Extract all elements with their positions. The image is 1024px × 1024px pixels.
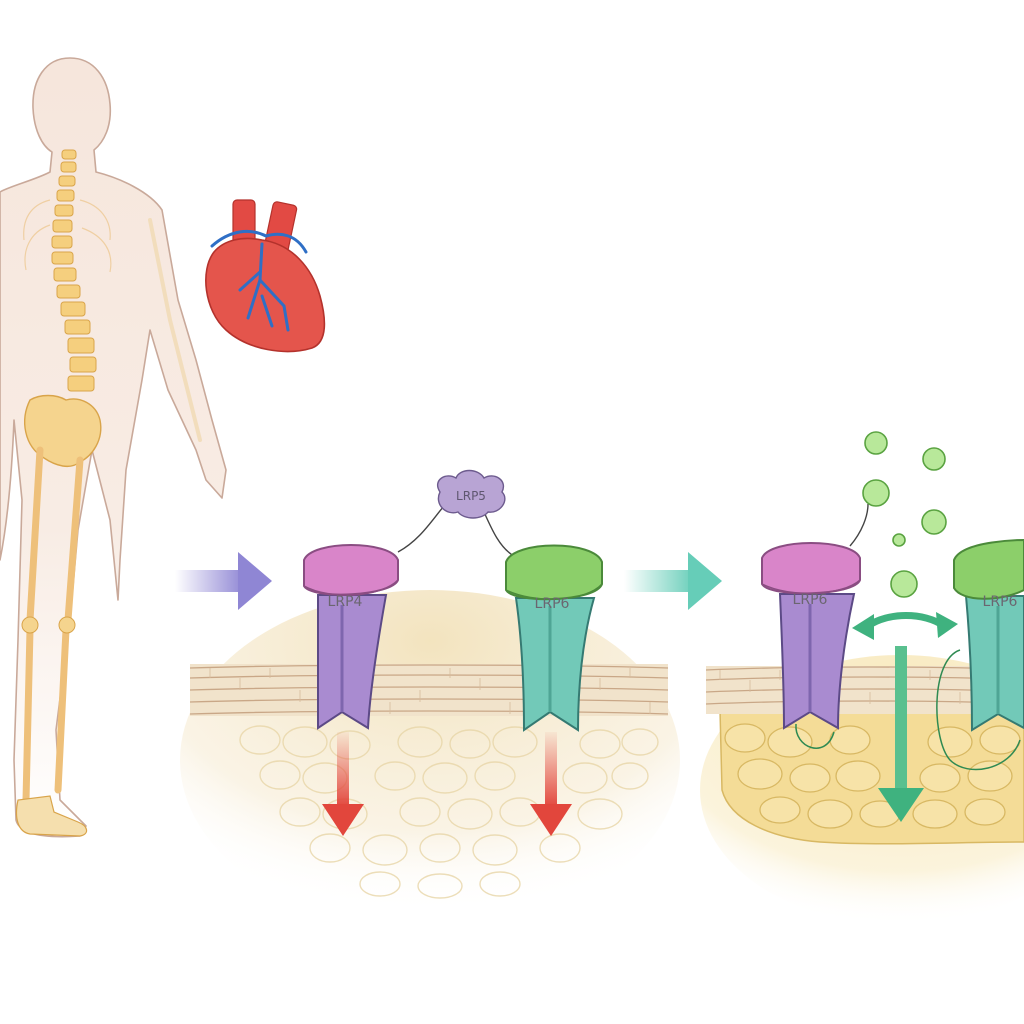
ligand-particle xyxy=(921,509,947,535)
arrow-green-curve xyxy=(852,612,958,640)
arrow-red-1 xyxy=(322,732,364,836)
lrp5-cloud: LRP5 xyxy=(437,469,506,519)
receptor-4-label: LRP6 xyxy=(983,594,1018,610)
receptor-3: LRP6 xyxy=(761,542,861,749)
cloud-label: LRP5 xyxy=(456,489,486,503)
ligand-particle xyxy=(922,447,946,471)
arrow-red-2 xyxy=(530,732,572,836)
human-skeleton-icon xyxy=(0,57,227,838)
pelvis xyxy=(24,394,102,468)
heart-icon xyxy=(205,199,326,353)
ligand-particle xyxy=(890,570,918,598)
cell-membrane-left xyxy=(180,590,680,930)
ligand-particle xyxy=(864,431,888,455)
receptor-1-label: LRP4 xyxy=(328,594,363,610)
receptor-1: LRP4 xyxy=(303,544,399,730)
connector-lines xyxy=(397,503,869,557)
ligand-particle xyxy=(892,533,906,547)
spine xyxy=(51,149,97,392)
receptor-4: LRP6 xyxy=(936,538,1024,771)
receptor-3-label: LRP6 xyxy=(793,592,828,608)
arrow-purple xyxy=(175,552,272,610)
receptor-2: LRP6 xyxy=(505,544,603,732)
ligand-particle xyxy=(862,479,890,507)
arrow-green-down xyxy=(878,646,924,822)
cell-membrane-right xyxy=(700,655,1024,925)
receptor-2-label: LRP6 xyxy=(535,596,570,612)
ligand-particles xyxy=(862,431,947,598)
arrow-teal xyxy=(624,552,722,610)
